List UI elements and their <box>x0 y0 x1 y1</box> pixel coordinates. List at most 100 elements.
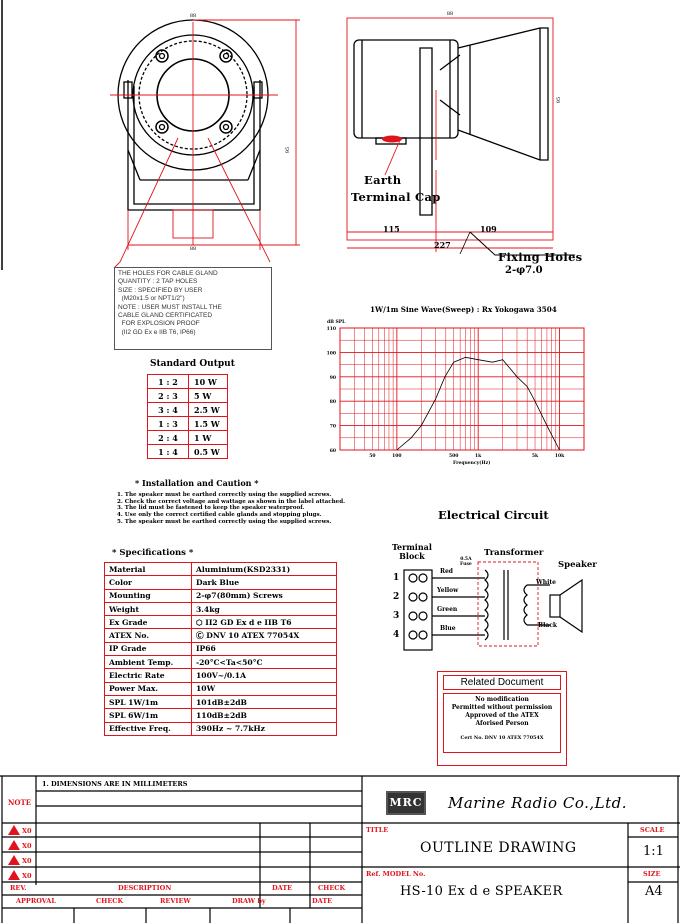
outline-drawing: 95 88 88 88 95 <box>1 0 575 270</box>
company-name: Marine Radio Co.,Ltd. <box>448 794 627 812</box>
wire-blue: Blue <box>440 625 456 632</box>
list-item: 2. Check the correct voltage and wattage… <box>117 498 346 505</box>
svg-text:95: 95 <box>285 147 291 153</box>
terminal-3: 3 <box>393 611 400 621</box>
note-line: CABLE GLAND CERTIFICATED <box>118 312 213 320</box>
specifications-title: * Specifications * <box>112 548 194 558</box>
model-name: HS-10 Ex d e SPEAKER <box>400 884 563 899</box>
chart-xlabel: Frequency(Hz) <box>453 461 491 466</box>
dim-left: 115 <box>383 224 400 234</box>
note-line: (II2 GD Ex e IIB T6, IP66) <box>118 328 196 336</box>
svg-text:88: 88 <box>447 11 453 17</box>
side-view <box>353 27 549 216</box>
terminal-1: 1 <box>393 573 400 583</box>
cable-gland-note: THE HOLES FOR CABLE GLAND QUANTITY : 2 T… <box>114 267 272 350</box>
fixing-holes-spec: 2-φ7.0 <box>505 265 543 276</box>
wire-white: White <box>536 579 556 586</box>
dim-overall: 227 <box>434 240 451 250</box>
rev-mark: X0 <box>22 827 32 835</box>
earth-label: Earth <box>364 173 402 187</box>
company-logo: MRC <box>386 791 426 815</box>
chart-y-tick: 100 <box>327 350 336 356</box>
transformer-label: Transformer <box>484 548 544 558</box>
related-document-body: No modification Permitted without permis… <box>443 693 561 753</box>
table-row: Power Max.10W <box>104 681 337 696</box>
installation-list: 1. The speaker must be earthed correctly… <box>117 492 407 526</box>
list-item: 4. Use only the correct certified cable … <box>117 512 322 519</box>
chart-x-tick: 100 <box>392 453 401 459</box>
installation-title: * Installation and Caution * <box>135 478 259 488</box>
list-item: 3. The lid must be fastened to keep the … <box>117 505 305 512</box>
scale-value: 1:1 <box>643 844 664 859</box>
table-row: ATEX No.Ⓒ DNV 10 ATEX 77054X <box>104 628 337 643</box>
approval-header: APPROVAL <box>16 897 56 905</box>
date2-header: DATE <box>312 897 333 905</box>
draw-by-header: DRAW by <box>232 897 266 905</box>
title-label: TITLE <box>366 826 389 834</box>
standard-output-title: Standard Output <box>150 359 235 369</box>
wire-green: Green <box>437 606 458 613</box>
table-row: Ex Grade⬡ II2 GD Ex d e IIB T6 <box>104 615 337 630</box>
chart-title: 1W/1m Sine Wave(Sweep) : Rx Yokogawa 350… <box>370 305 557 314</box>
scale-label: SCALE <box>640 826 665 834</box>
wire-black: Black <box>538 622 558 629</box>
chart-x-tick: 500 <box>449 453 458 459</box>
wire-yellow: Yellow <box>437 587 459 594</box>
related-document-box: Related Document No modification Permitt… <box>437 671 567 766</box>
chart-y-tick: 60 <box>330 448 336 454</box>
chart-x-tick: 5k <box>532 453 539 459</box>
chart-y-tick: 110 <box>327 326 336 332</box>
fuse-label: 0.5A Fuse <box>460 557 472 567</box>
speaker-label: Speaker <box>558 560 597 570</box>
terminal-4: 4 <box>393 630 400 640</box>
note-line: FOR EXPLOSION PROOF <box>118 320 200 328</box>
note-line: NOTE : USER MUST INSTALL THE <box>118 303 222 311</box>
list-item: 5. The speaker must be earthed correctly… <box>117 518 332 525</box>
chart-series-line <box>396 356 560 451</box>
svg-text:88: 88 <box>190 13 196 19</box>
list-item: 1. The speaker must be earthed correctly… <box>117 492 332 498</box>
chart-y-tick: 80 <box>330 399 336 405</box>
check-header: CHECK <box>318 884 346 892</box>
related-document-title: Related Document <box>443 675 561 690</box>
note-label: NOTE <box>8 798 32 807</box>
note-line: (M20x1.5 or NPT1/2") <box>118 295 185 303</box>
title-block-grid <box>0 775 680 923</box>
note-line: THE HOLES FOR CABLE GLAND <box>118 270 218 277</box>
ce-mark-icon: Ⓒ <box>196 631 204 641</box>
ex-mark-icon: ⬡ <box>196 617 203 627</box>
chart-ylabel: dB SPL <box>327 320 346 325</box>
date-header: DATE <box>272 884 293 892</box>
terminal-cap-label: Terminal Cap <box>351 190 441 204</box>
wire-red: Red <box>440 568 453 575</box>
ref-model-label: Ref. MODEL No. <box>366 870 426 878</box>
chart-y-tick: 70 <box>330 424 336 430</box>
chart-x-tick: 10k <box>555 453 565 459</box>
note-line: SIZE : SPECIFIED BY USER <box>118 286 203 294</box>
chart-x-tick: 50 <box>369 453 375 459</box>
description-header: DESCRIPTION <box>118 884 172 892</box>
table-row: Effective Freq.390Hz ~ 7.7kHz <box>104 721 337 736</box>
check2-header: CHECK <box>96 897 124 905</box>
note-text: 1. DIMENSIONS ARE IN MILLIMETERS <box>42 780 188 788</box>
table-row: Ambient Temp.-20°C<Ta<50°C <box>104 655 337 670</box>
dim-right: 109 <box>480 224 497 234</box>
terminal-2: 2 <box>393 592 400 602</box>
size-value: A4 <box>645 884 663 899</box>
drawing-title: OUTLINE DRAWING <box>420 840 577 856</box>
svg-text:95: 95 <box>556 97 562 103</box>
rev-mark: X0 <box>22 857 32 865</box>
size-label: SIZE <box>643 870 661 878</box>
